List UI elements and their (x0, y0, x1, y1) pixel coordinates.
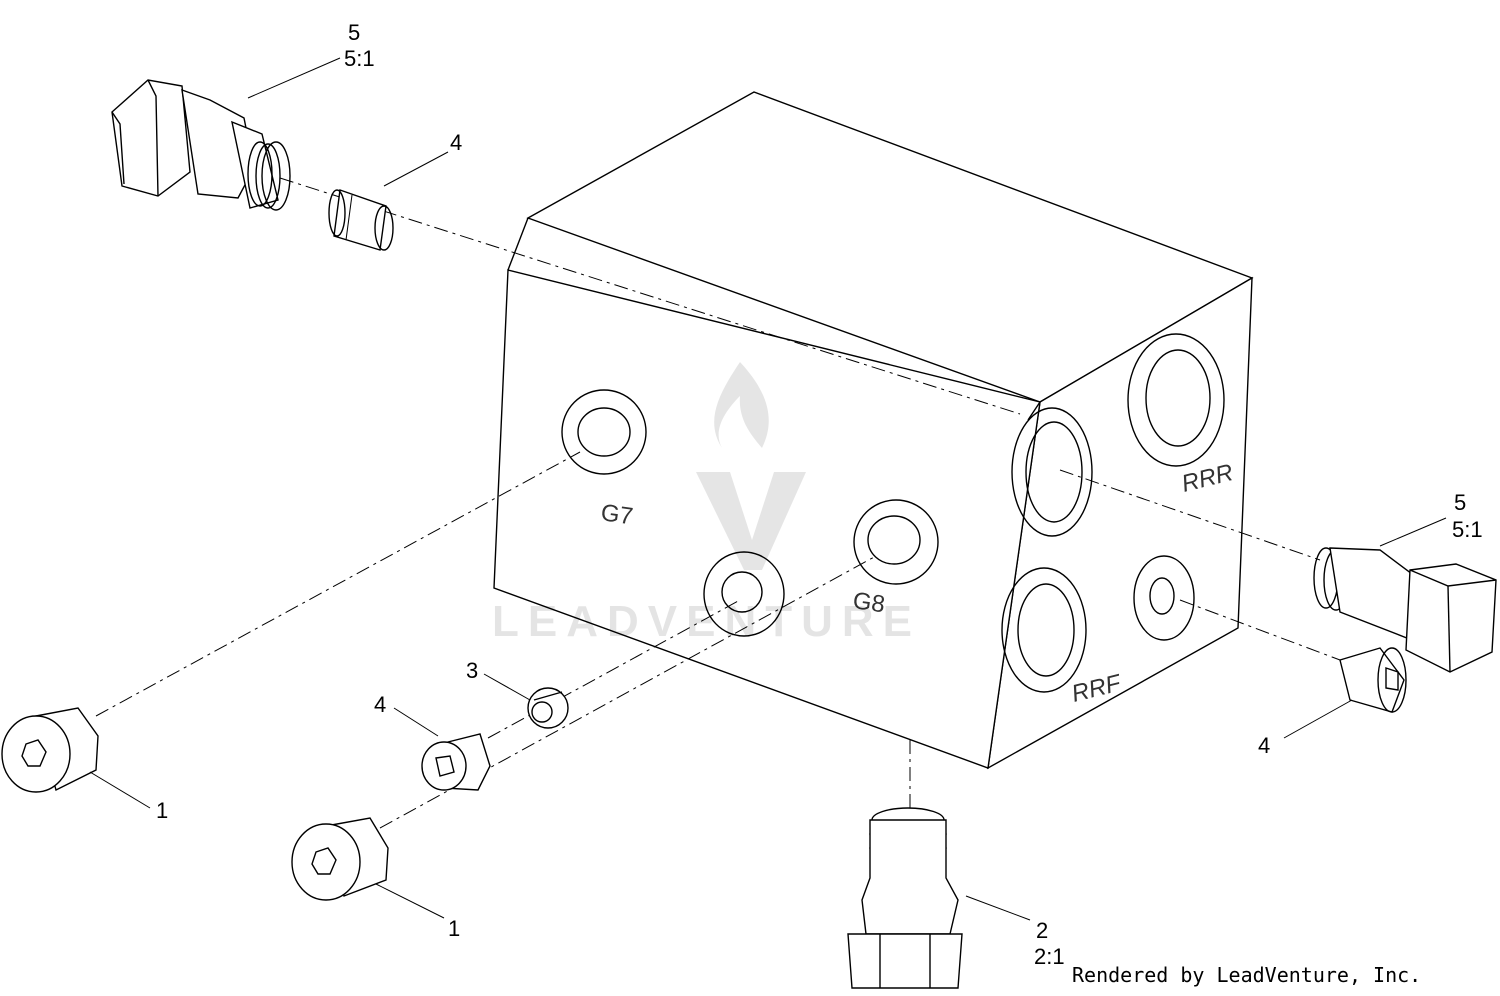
part-3-set-screw (527, 687, 569, 729)
callout-2: 2 (1036, 918, 1048, 943)
port-upper-left-right-face (1011, 407, 1093, 537)
manifold-block (493, 91, 1254, 770)
watermark-text: LEADVENTURE (492, 597, 921, 646)
callout-1-middle: 1 (448, 916, 460, 941)
callout-4-top: 4 (450, 130, 462, 155)
callout-5-right: 5 (1454, 490, 1466, 515)
port-rrr (1127, 333, 1225, 467)
callout-3: 3 (466, 658, 478, 683)
flame-logo-icon (714, 362, 769, 448)
part-2-bottom-fitting (847, 807, 963, 989)
callout-1-left: 1 (156, 798, 168, 823)
v-logo-icon (696, 472, 806, 570)
port-g7 (561, 389, 647, 475)
watermark: LEADVENTURE (492, 362, 921, 646)
part-1-middle-plug (291, 817, 389, 901)
part-4-right-plug (1339, 647, 1407, 713)
callout-4-left: 4 (374, 692, 386, 717)
callout-4-right: 4 (1258, 733, 1270, 758)
callout-5-top: 5 (348, 20, 360, 45)
part-4-top-plug (328, 189, 394, 251)
port-rrf (1001, 567, 1087, 693)
port-lower (703, 551, 785, 637)
port-small-right-face (1133, 555, 1195, 641)
callout-5-top-ratio: 5:1 (344, 46, 375, 71)
callouts: 5 5:1 4 5 5:1 4 3 4 1 1 2 2:1 (156, 20, 1483, 969)
render-credit: Rendered by LeadVenture, Inc. (1072, 963, 1421, 987)
callout-2-ratio: 2:1 (1034, 944, 1065, 969)
port-g8 (853, 499, 939, 585)
part-1-left-plug (1, 707, 99, 793)
label-g7: G7 (599, 499, 634, 530)
part-5-top-left-fitting (111, 79, 291, 211)
label-g8: G8 (851, 587, 886, 618)
part-5-right-fitting (1313, 547, 1497, 673)
callout-5-right-ratio: 5:1 (1452, 517, 1483, 542)
leader-lines (89, 57, 1447, 921)
part-4-left-plug (421, 733, 491, 791)
